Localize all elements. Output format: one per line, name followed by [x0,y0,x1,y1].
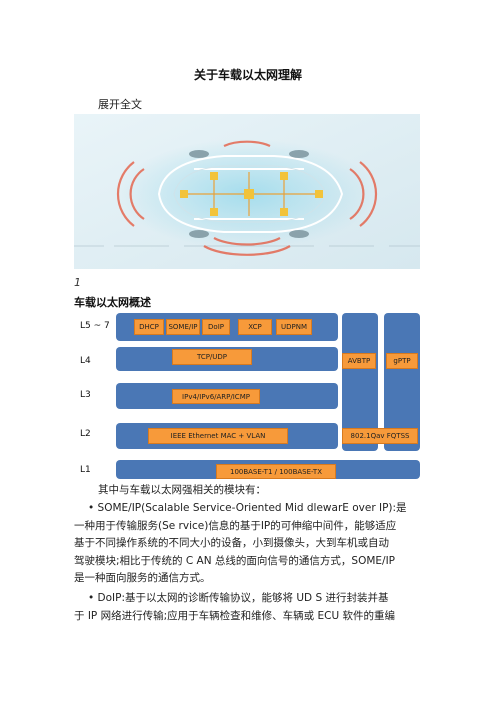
document-title: 关于车载以太网理解 [193,68,302,82]
box-ethernet-mac-vlan: IEEE Ethernet MAC + VLAN [148,428,288,444]
intro-paragraph: 其中与车载以太网强相关的模块有： [98,484,266,496]
box-udpnm: UDPNM [276,319,312,335]
box-some-ip: SOME/IP [166,319,200,335]
box-xcp: XCP [238,319,272,335]
box-802-1qav: 802.1Qav FQTSS [342,428,418,444]
box-tcp-udp: TCP/UDP [172,349,252,365]
box-gptp: gPTP [386,353,418,369]
paragraph-line: • DoIP:基于以太网的诊断传输协议，能够将 UD S 进行封装并基 [88,592,389,604]
paragraph-line: 是一种面向服务的通信方式。 [74,572,211,584]
section-title: 车载以太网概述 [74,296,151,309]
paragraph-line: 一种用于传输服务(Se rvice)信息的基于IP的可伸缩中间件，能够适应 [74,519,397,532]
paragraph-line: 基于不同操作系统的不同大小的设备，小到摄像头，大到车机或自动 [74,537,389,549]
box-dhcp: DHCP [134,319,164,335]
layer-label-l4: L4 [80,356,91,366]
layer-label-l2: L2 [80,429,91,439]
expand-full-text-link[interactable]: 展开全文 [98,98,142,111]
layer-label-l3: L3 [80,390,91,400]
paragraph-line: 驾驶模块;相比于传统的 C AN 总线的面向信号的通信方式，SOME/IP [74,554,396,567]
box-doip: DoIP [202,319,230,335]
box-ipv4-ipv6: IPv4/IPv6/ARP/ICMP [172,389,260,404]
some-ip-paragraph: • SOME/IP(Scalable Service-Oriented Mid … [74,500,422,588]
layer-label-l1: L1 [80,465,91,475]
paragraph-line: • SOME/IP(Scalable Service-Oriented Mid … [88,502,407,514]
box-100base-t1: 100BASE-T1 / 100BASE-TX [216,464,336,479]
figure-number: 1 [74,276,81,289]
layer-label-l5-7: L5 ~ 7 [80,321,110,331]
car-network-illustration [74,114,420,269]
box-avbtp: AVBTP [342,353,376,369]
paragraph-line: 于 IP 网络进行传输;应用于车辆检查和维修、车辆或 ECU 软件的重编 [74,609,395,622]
protocol-stack-diagram: L5 ~ 7 L4 L3 L2 L1 DHCP SOME/IP DoIP XCP… [74,311,422,479]
doip-paragraph: • DoIP:基于以太网的诊断传输协议，能够将 UD S 进行封装并基 于 IP… [74,590,422,625]
